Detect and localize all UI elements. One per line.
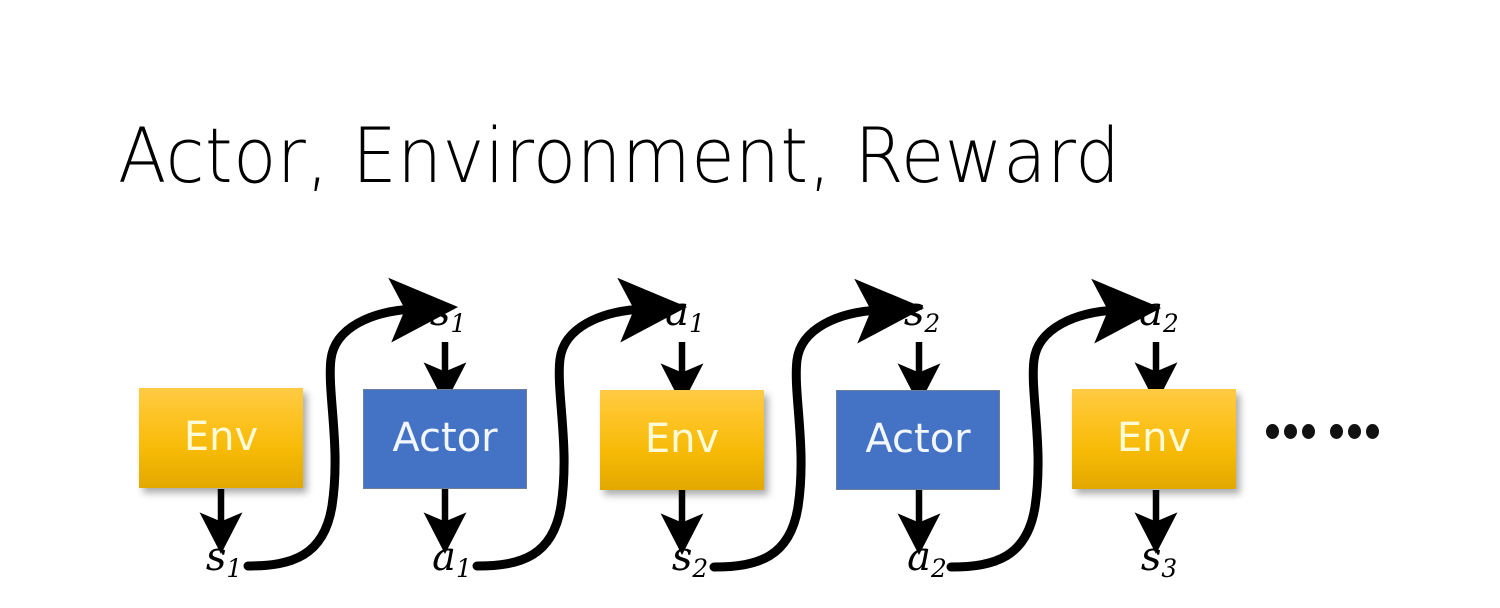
node-env-1[interactable]: Env <box>139 388 303 488</box>
label-base: s <box>903 289 925 336</box>
node-actor-1[interactable]: Actor <box>363 389 527 489</box>
label-bottom-s3: s3 <box>1141 537 1177 589</box>
continuation-ellipsis <box>1266 424 1379 439</box>
label-base: s <box>671 534 693 581</box>
label-bottom-s2: s2 <box>672 537 708 589</box>
label-subscript: 2 <box>924 308 941 338</box>
node-label: Env <box>644 416 720 462</box>
label-top-s2: s2 <box>904 292 940 344</box>
down-arrows-out-of-boxes <box>199 489 1178 556</box>
node-env-2[interactable]: Env <box>600 390 764 490</box>
ellipsis-dot <box>1366 424 1379 439</box>
node-label: Actor <box>865 416 971 462</box>
down-arrows-into-boxes <box>423 342 1178 406</box>
label-base: s <box>1140 534 1162 581</box>
label-bottom-a2: a2 <box>907 537 947 589</box>
label-base: a <box>907 534 932 581</box>
node-label: Env <box>1116 415 1192 461</box>
ellipsis-dot <box>1266 424 1279 439</box>
label-top-s1: s1 <box>430 292 466 344</box>
node-env-3[interactable]: Env <box>1072 389 1236 489</box>
node-label: Env <box>183 414 259 460</box>
node-actor-2[interactable]: Actor <box>836 390 1000 490</box>
ellipsis-dot <box>1284 424 1297 439</box>
label-subscript: 1 <box>226 553 243 583</box>
label-subscript: 1 <box>450 308 467 338</box>
node-label: Actor <box>392 415 498 461</box>
label-top-a2: a2 <box>1139 292 1179 344</box>
label-base: s <box>205 534 227 581</box>
ellipsis-dot <box>1348 424 1361 439</box>
label-base: a <box>1139 289 1164 336</box>
ellipsis-dot <box>1302 424 1315 439</box>
label-subscript: 3 <box>1161 553 1178 583</box>
label-subscript: 1 <box>456 553 472 583</box>
label-base: a <box>665 289 690 336</box>
ellipsis-dot <box>1330 424 1343 439</box>
label-bottom-s1: s1 <box>206 537 242 589</box>
label-base: a <box>432 534 457 581</box>
label-subscript: 2 <box>692 553 709 583</box>
label-subscript: 2 <box>931 553 947 583</box>
label-subscript: 1 <box>689 308 705 338</box>
label-top-a1: a1 <box>665 292 705 344</box>
ellipsis-gap <box>1320 431 1325 432</box>
label-base: s <box>429 289 451 336</box>
page-title: Actor, Environment, Reward <box>118 111 1121 200</box>
label-bottom-a1: a1 <box>432 537 472 589</box>
label-subscript: 2 <box>1163 308 1179 338</box>
